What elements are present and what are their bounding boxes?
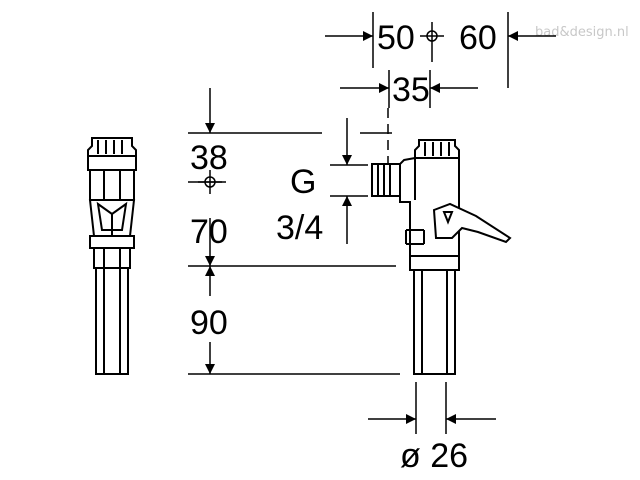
watermark-text: bad&design.nl: [535, 25, 629, 40]
valve-front-view: [371, 139, 512, 375]
dim-middle-height: 70: [190, 213, 228, 251]
dim-thread-size: 3/4: [276, 209, 323, 247]
dim-top-left-width: 50: [377, 19, 415, 57]
dimension-lines: [188, 12, 556, 434]
valve-side-view: [87, 137, 137, 375]
dim-pipe-diameter: ø 26: [400, 437, 468, 475]
dim-top-height: 38: [190, 139, 228, 177]
dim-top-right-width: 60: [459, 19, 497, 57]
dim-thread-label: G: [290, 163, 316, 201]
dim-pipe-length: 90: [190, 304, 228, 342]
dim-inlet-offset: 35: [392, 71, 430, 109]
